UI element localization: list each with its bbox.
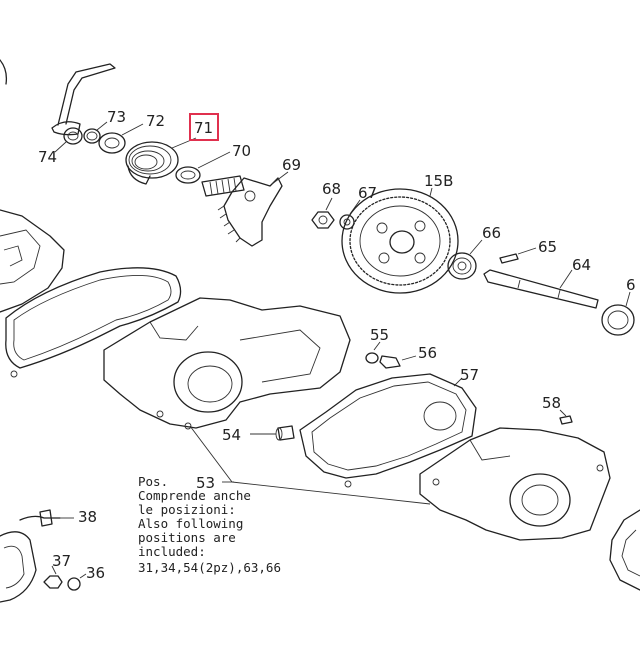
part-label-55: 55: [370, 326, 389, 344]
note-pos-prefix: Pos.: [138, 474, 168, 489]
part-label-37: 37: [52, 552, 71, 570]
part-label-38: 38: [78, 508, 97, 526]
part-label-64: 64: [572, 256, 591, 274]
part-69-kick-gear: [201, 171, 289, 247]
part-38-wire: [19, 509, 74, 527]
part-15b-gear: [341, 187, 459, 294]
part-6x-bearing: [601, 291, 635, 336]
part-70-washer: [175, 151, 231, 184]
part-66-bearing: [447, 239, 483, 280]
part-label-70: 70: [232, 142, 251, 160]
part-57-gasket: [299, 373, 477, 488]
part-71-spring: [125, 137, 197, 185]
part-label-73: 73: [107, 108, 126, 126]
part-label-74: 74: [38, 148, 57, 166]
cover-gasket: [5, 267, 182, 378]
part-label-71[interactable]: 71: [194, 119, 213, 137]
part-53-leaders: [189, 425, 431, 505]
bottom-left-fragment: [0, 531, 37, 603]
part-74-washer: [54, 127, 83, 153]
part-65-key: [499, 247, 537, 264]
note-line-3: Also following: [138, 516, 243, 531]
part-label-36: 36: [86, 564, 105, 582]
part-label-54: 54: [222, 426, 241, 444]
note-line-6: 31,34,54(2pz),63,66: [138, 560, 281, 575]
part-37-nut: [43, 565, 63, 589]
kickstart-lever: [0, 59, 116, 136]
note-line-2: le posizioni:: [138, 502, 236, 517]
part-55-washer: [365, 341, 381, 364]
bottom-right-fragment: [609, 509, 640, 591]
part-label-53: 53: [196, 474, 215, 492]
part-label-57: 57: [460, 366, 479, 384]
part-64-shaft: [483, 269, 599, 309]
note-line-1: Comprende anche: [138, 488, 251, 503]
part-label-68: 68: [322, 180, 341, 198]
included-positions-note: Pos. 53 Comprende anche le posizioni: Al…: [138, 474, 281, 575]
right-crankcase-half: [419, 427, 611, 541]
part-label-6x: 6: [626, 276, 636, 294]
part-label-69: 69: [282, 156, 301, 174]
part-54-dowel: [250, 425, 295, 441]
note-line-5: included:: [138, 544, 206, 559]
part-56-bolt: [379, 355, 417, 369]
note-line-4: positions are: [138, 530, 236, 545]
part-label-65: 65: [538, 238, 557, 256]
part-label-15b: 15B: [424, 172, 453, 190]
part-label-67: 67: [358, 184, 377, 202]
part-58-pin: [559, 409, 573, 425]
part-36-washer: [67, 573, 87, 591]
part-label-72: 72: [146, 112, 165, 130]
part-72-washer: [98, 123, 144, 154]
part-68-nut: [311, 197, 335, 229]
left-crankcase-cover: [0, 209, 65, 313]
part-label-58: 58: [542, 394, 561, 412]
part-71-highlight-box[interactable]: [189, 113, 219, 141]
part-label-66: 66: [482, 224, 501, 242]
part-73-clip: [83, 121, 108, 144]
part-label-56: 56: [418, 344, 437, 362]
center-crankcase-half: [103, 297, 351, 430]
